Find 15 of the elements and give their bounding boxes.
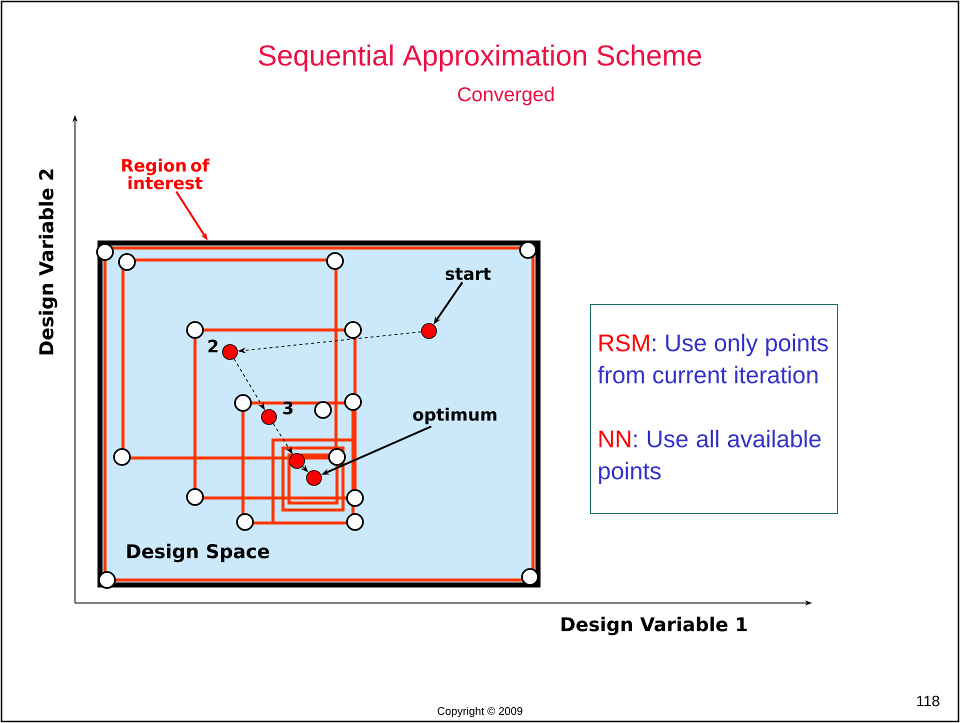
design-point	[289, 453, 305, 469]
point-label: 2	[208, 340, 218, 352]
axis-label: Design Variable 1	[562, 616, 747, 636]
design-point	[306, 470, 322, 486]
callout-label: Region of interest	[122, 158, 210, 190]
page-number: 118	[917, 696, 940, 706]
axis-label: Design Variable 2	[38, 170, 58, 354]
callout-label: optimum	[413, 408, 496, 424]
point-label: 3	[283, 402, 293, 414]
note-box: RSM : Use only points from current iteration NN : Use all available points	[590, 304, 838, 514]
callout-label: start	[446, 268, 491, 280]
title: Sequential Approximation Scheme	[258, 44, 702, 72]
copyright-note: Copyright © 2009	[438, 706, 522, 718]
subtitle: Converged	[458, 86, 554, 106]
design-point	[421, 323, 437, 339]
